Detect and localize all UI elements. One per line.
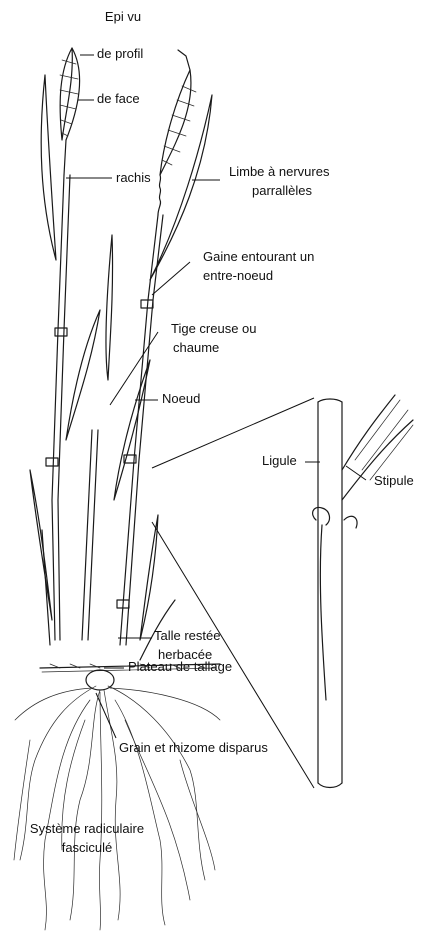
label-systeme-line1: Système radiculaire	[14, 820, 160, 838]
label-tige-line2: chaume	[173, 339, 219, 357]
leaves	[30, 75, 212, 660]
label-gaine-line1: Gaine entourant un	[203, 248, 314, 266]
label-rachis: rachis	[116, 169, 151, 187]
label-grain: Grain et rhizome disparus	[119, 739, 268, 757]
label-limbe-line2: parrallèles	[252, 182, 312, 200]
label-systeme-line2: fasciculé	[14, 839, 160, 857]
roots	[14, 670, 220, 930]
label-talle-line1: Talle restée	[154, 627, 220, 645]
label-tige-line1: Tige creuse ou	[171, 320, 257, 338]
label-stipule: Stipule	[374, 472, 414, 490]
label-plateau: Plateau de tallage	[128, 658, 232, 676]
label-noeud: Noeud	[162, 390, 200, 408]
label-epi-vu: Epi vu	[88, 8, 158, 26]
label-de-face: de face	[97, 90, 140, 108]
label-limbe-line1: Limbe à nervures	[229, 163, 329, 181]
label-ligule: Ligule	[262, 452, 297, 470]
stems	[42, 175, 163, 645]
label-de-profil: de profil	[97, 45, 143, 63]
right-ear	[158, 50, 196, 215]
stem-detail-inset	[313, 395, 413, 788]
left-ear	[60, 48, 80, 175]
stem-nodes	[46, 300, 153, 608]
label-gaine-line2: entre-noeud	[203, 267, 273, 285]
